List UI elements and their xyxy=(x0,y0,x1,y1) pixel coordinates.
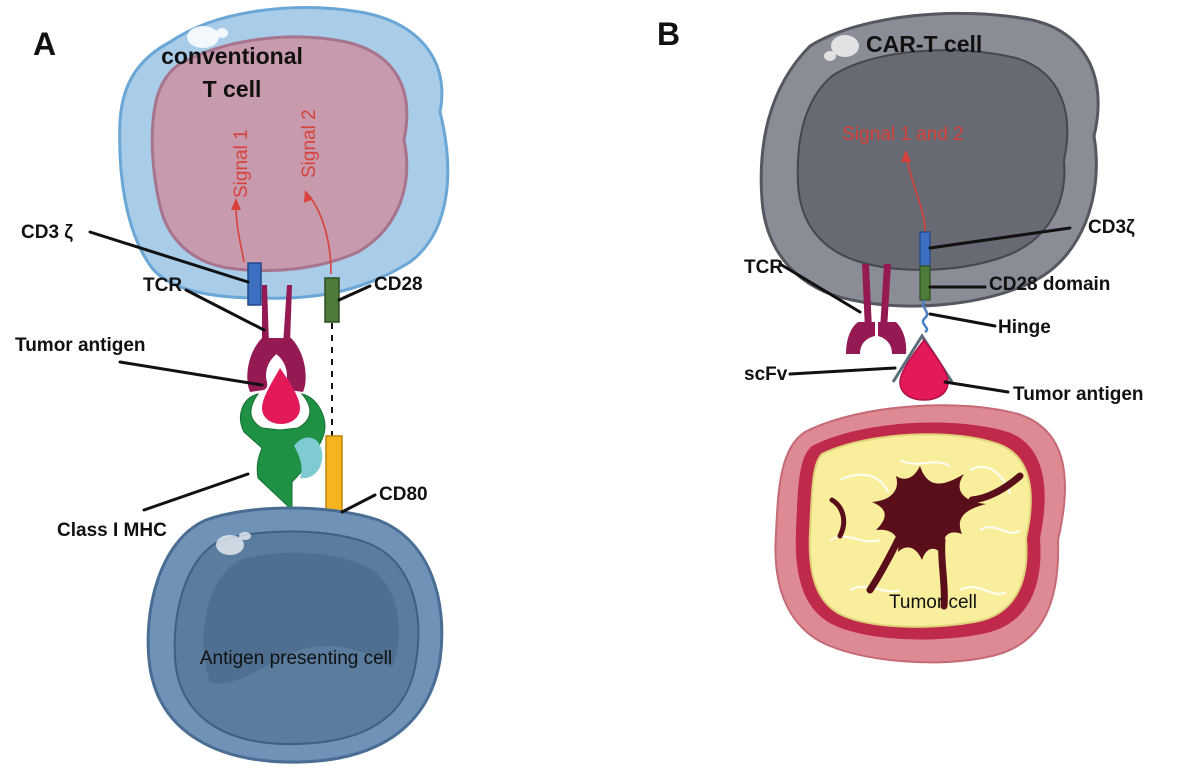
signal-2-arrowhead xyxy=(304,190,313,203)
mhc-leader xyxy=(142,472,250,512)
panel-a-letter: A xyxy=(33,26,56,62)
signal-2-path xyxy=(308,195,332,275)
car-tcr-arm-right xyxy=(878,322,907,354)
conventional-t-cell: conventional T cell xyxy=(118,6,450,300)
tumor-antigen-a-leader xyxy=(118,360,264,387)
car-t-highlight-small xyxy=(824,51,836,61)
car-t-highlight xyxy=(831,35,859,57)
mhc-molecule xyxy=(240,393,326,512)
cd80-label: CD80 xyxy=(379,484,428,505)
t-cell-highlight xyxy=(187,26,219,48)
peptide-groove xyxy=(294,437,323,479)
cd28-block xyxy=(324,277,340,323)
tcr-arm-right xyxy=(268,338,306,392)
t-cell-highlight-small xyxy=(216,28,228,38)
hinge-leader xyxy=(928,312,997,328)
apc-nucleus-shade xyxy=(203,552,399,684)
car-cd3z-leader xyxy=(928,226,1072,250)
hinge-coil xyxy=(921,299,929,334)
tcr-receptor xyxy=(247,285,306,392)
car-tcr-stem-left xyxy=(862,264,872,330)
scfv-leader xyxy=(788,366,897,376)
signal-1-arrowhead xyxy=(231,198,241,210)
car-tcr-arm-left xyxy=(846,322,875,354)
cd3z-block xyxy=(247,262,262,306)
car-t-title: CAR-T cell xyxy=(866,31,982,57)
panel-b: B CAR-T cell Signal 1 and 2 xyxy=(657,11,1144,664)
tcr-stem-right xyxy=(283,285,292,345)
signal-1-path xyxy=(235,205,245,263)
car-cd28-domain-label: CD28 domain xyxy=(989,274,1110,295)
apc-label: Antigen presenting cell xyxy=(200,648,392,669)
signal-2-label: Signal 2 xyxy=(299,109,320,178)
panel-a: A conventional T cell Signal 1 Signal 2 xyxy=(15,6,450,764)
cd3z-leader xyxy=(88,230,250,284)
tumor-texture xyxy=(829,459,1021,595)
scfv-label: scFv xyxy=(744,364,788,385)
tumor-fragment xyxy=(829,497,847,539)
signal-1-label: Signal 1 xyxy=(231,129,252,198)
cd28-label: CD28 xyxy=(374,274,423,295)
car-t-nucleus xyxy=(796,49,1069,271)
tumor-nucleus-branches xyxy=(866,472,1024,610)
car-tcr-receptor xyxy=(846,264,907,354)
tumor-cell-label: Tumor cell xyxy=(889,592,977,613)
tumor-antigen-a xyxy=(262,368,300,424)
car-t-cell: CAR-T cell xyxy=(759,11,1100,308)
car-tcr-label: TCR xyxy=(744,257,783,278)
mhc-label: Class I MHC xyxy=(57,520,167,541)
car-cd3z-label: CD3ζ xyxy=(1088,217,1135,238)
car-cd3z-block xyxy=(919,231,931,267)
car-cd28-domain-block xyxy=(919,265,931,301)
tumor-cell: Tumor cell xyxy=(774,404,1066,664)
t-cell-title-line2: T cell xyxy=(203,76,262,102)
car-signal-arrowhead xyxy=(901,150,911,162)
tumor-antigen-b-leader xyxy=(943,380,1010,394)
tcr-label: TCR xyxy=(143,275,182,296)
car-signal-label: Signal 1 and 2 xyxy=(842,124,964,145)
tumor-nucleus-core xyxy=(872,466,986,560)
car-tcr-stem-right xyxy=(880,264,891,330)
cd80-leader xyxy=(340,493,377,514)
hinge-label: Hinge xyxy=(998,317,1051,338)
tumor-antigen-b xyxy=(899,338,949,401)
apc-highlight xyxy=(216,535,244,555)
tumor-antigen-a-label: Tumor antigen xyxy=(15,335,146,356)
t-cell-cytoplasm xyxy=(150,35,409,273)
car-tcr-leader xyxy=(778,262,862,314)
apc-highlight-small xyxy=(239,532,251,540)
car-signal-path xyxy=(906,159,926,233)
tcr-leader xyxy=(184,288,266,332)
tumor-antigen-b-label: Tumor antigen xyxy=(1013,384,1144,405)
antigen-presenting-cell: Antigen presenting cell xyxy=(146,506,444,764)
t-cell-title-line1: conventional xyxy=(161,43,303,69)
cd3z-label: CD3 ζ xyxy=(21,222,73,243)
cd28-leader xyxy=(337,284,372,302)
panel-b-letter: B xyxy=(657,16,680,52)
